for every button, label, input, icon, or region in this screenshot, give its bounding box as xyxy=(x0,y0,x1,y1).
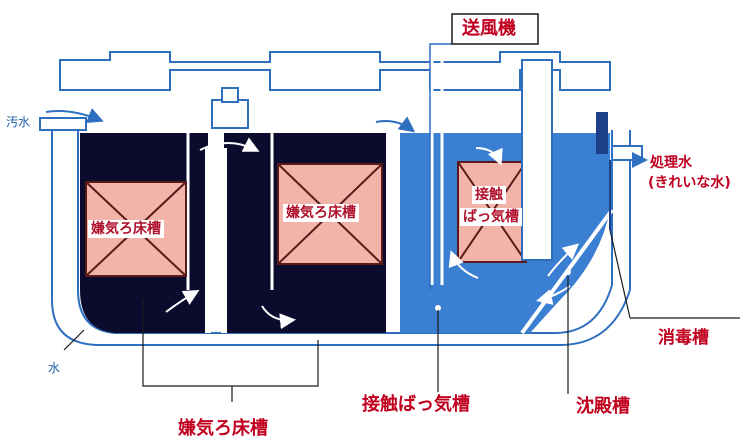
tank-lid-outline xyxy=(59,51,611,91)
filter-media-1-label: 嫌気ろ床槽 xyxy=(88,220,164,238)
contact-aeration-tank-label: 接触ばっ気槽 xyxy=(362,394,470,415)
blower-label: 送風機 xyxy=(462,18,516,39)
disinfection-tank-label: 消毒槽 xyxy=(658,328,709,348)
draft-tube xyxy=(521,59,553,261)
water-label: 水 xyxy=(48,361,61,375)
anaerobic-filter-tank-label: 嫌気ろ床槽 xyxy=(178,418,268,439)
riser-pipe-right xyxy=(221,148,227,333)
treated-water-note: (きれいな水) xyxy=(648,175,731,191)
filter-media-3-label-line1: 接触 xyxy=(472,186,506,204)
filter-media-3-label-line2: ばっ気槽 xyxy=(460,208,522,226)
riser-cap xyxy=(211,99,249,129)
outlet-pipe xyxy=(611,145,643,161)
tank-outer-wall xyxy=(51,128,631,346)
filter-media-2-label: 嫌気ろ床槽 xyxy=(283,204,359,222)
blower-box xyxy=(451,13,539,45)
disinfection-cylinder xyxy=(596,112,608,154)
treated-water-label: 処理水 xyxy=(650,155,692,171)
inflow-label: 汚水 xyxy=(6,115,31,129)
riser-pipe-left xyxy=(205,148,211,333)
sedimentation-tank-label: 沈殿槽 xyxy=(576,396,630,417)
tank-inner-wall xyxy=(77,128,613,334)
anaerobic-bracket xyxy=(142,300,319,387)
riser-cap-top xyxy=(221,87,239,103)
inlet-pipe xyxy=(39,117,87,131)
